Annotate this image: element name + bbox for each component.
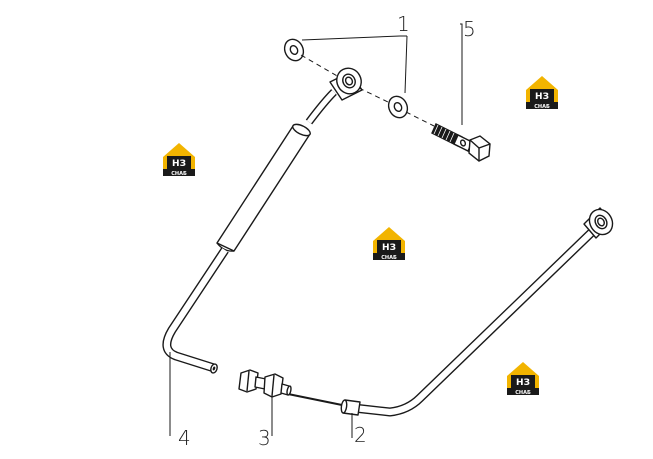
watermark-logo: НЗ СНАБ — [507, 362, 539, 396]
union-part-3 — [238, 369, 343, 406]
watermark-letters: НЗ — [516, 378, 530, 388]
leader-lines — [169, 23, 463, 438]
watermark-logo: НЗ СНАБ — [373, 227, 405, 261]
watermark-caption: СНАБ — [171, 171, 187, 177]
washer-part-1-left — [283, 38, 305, 62]
watermark-logo: НЗ СНАБ — [526, 76, 558, 110]
callout-part-3: 3 — [258, 426, 271, 450]
washer-part-1-right — [387, 95, 409, 119]
pipe-part-4 — [162, 67, 363, 374]
bolt-part-5 — [431, 123, 491, 162]
assembly-axis — [300, 54, 435, 127]
watermark-letters: НЗ — [172, 159, 186, 169]
watermark-caption: СНАБ — [381, 255, 397, 261]
watermark-caption: СНАБ — [515, 390, 531, 396]
watermark-caption: СНАБ — [534, 104, 550, 110]
callout-part-1: 1 — [397, 12, 410, 36]
pipe-part-2 — [340, 207, 614, 417]
watermark-logo: НЗ СНАБ — [163, 143, 195, 177]
watermark-letters: НЗ — [382, 243, 396, 253]
watermark-letters: НЗ — [535, 92, 549, 102]
callout-part-5: 5 — [463, 17, 476, 41]
callout-part-4: 4 — [178, 426, 191, 450]
callout-part-2: 2 — [354, 423, 367, 447]
